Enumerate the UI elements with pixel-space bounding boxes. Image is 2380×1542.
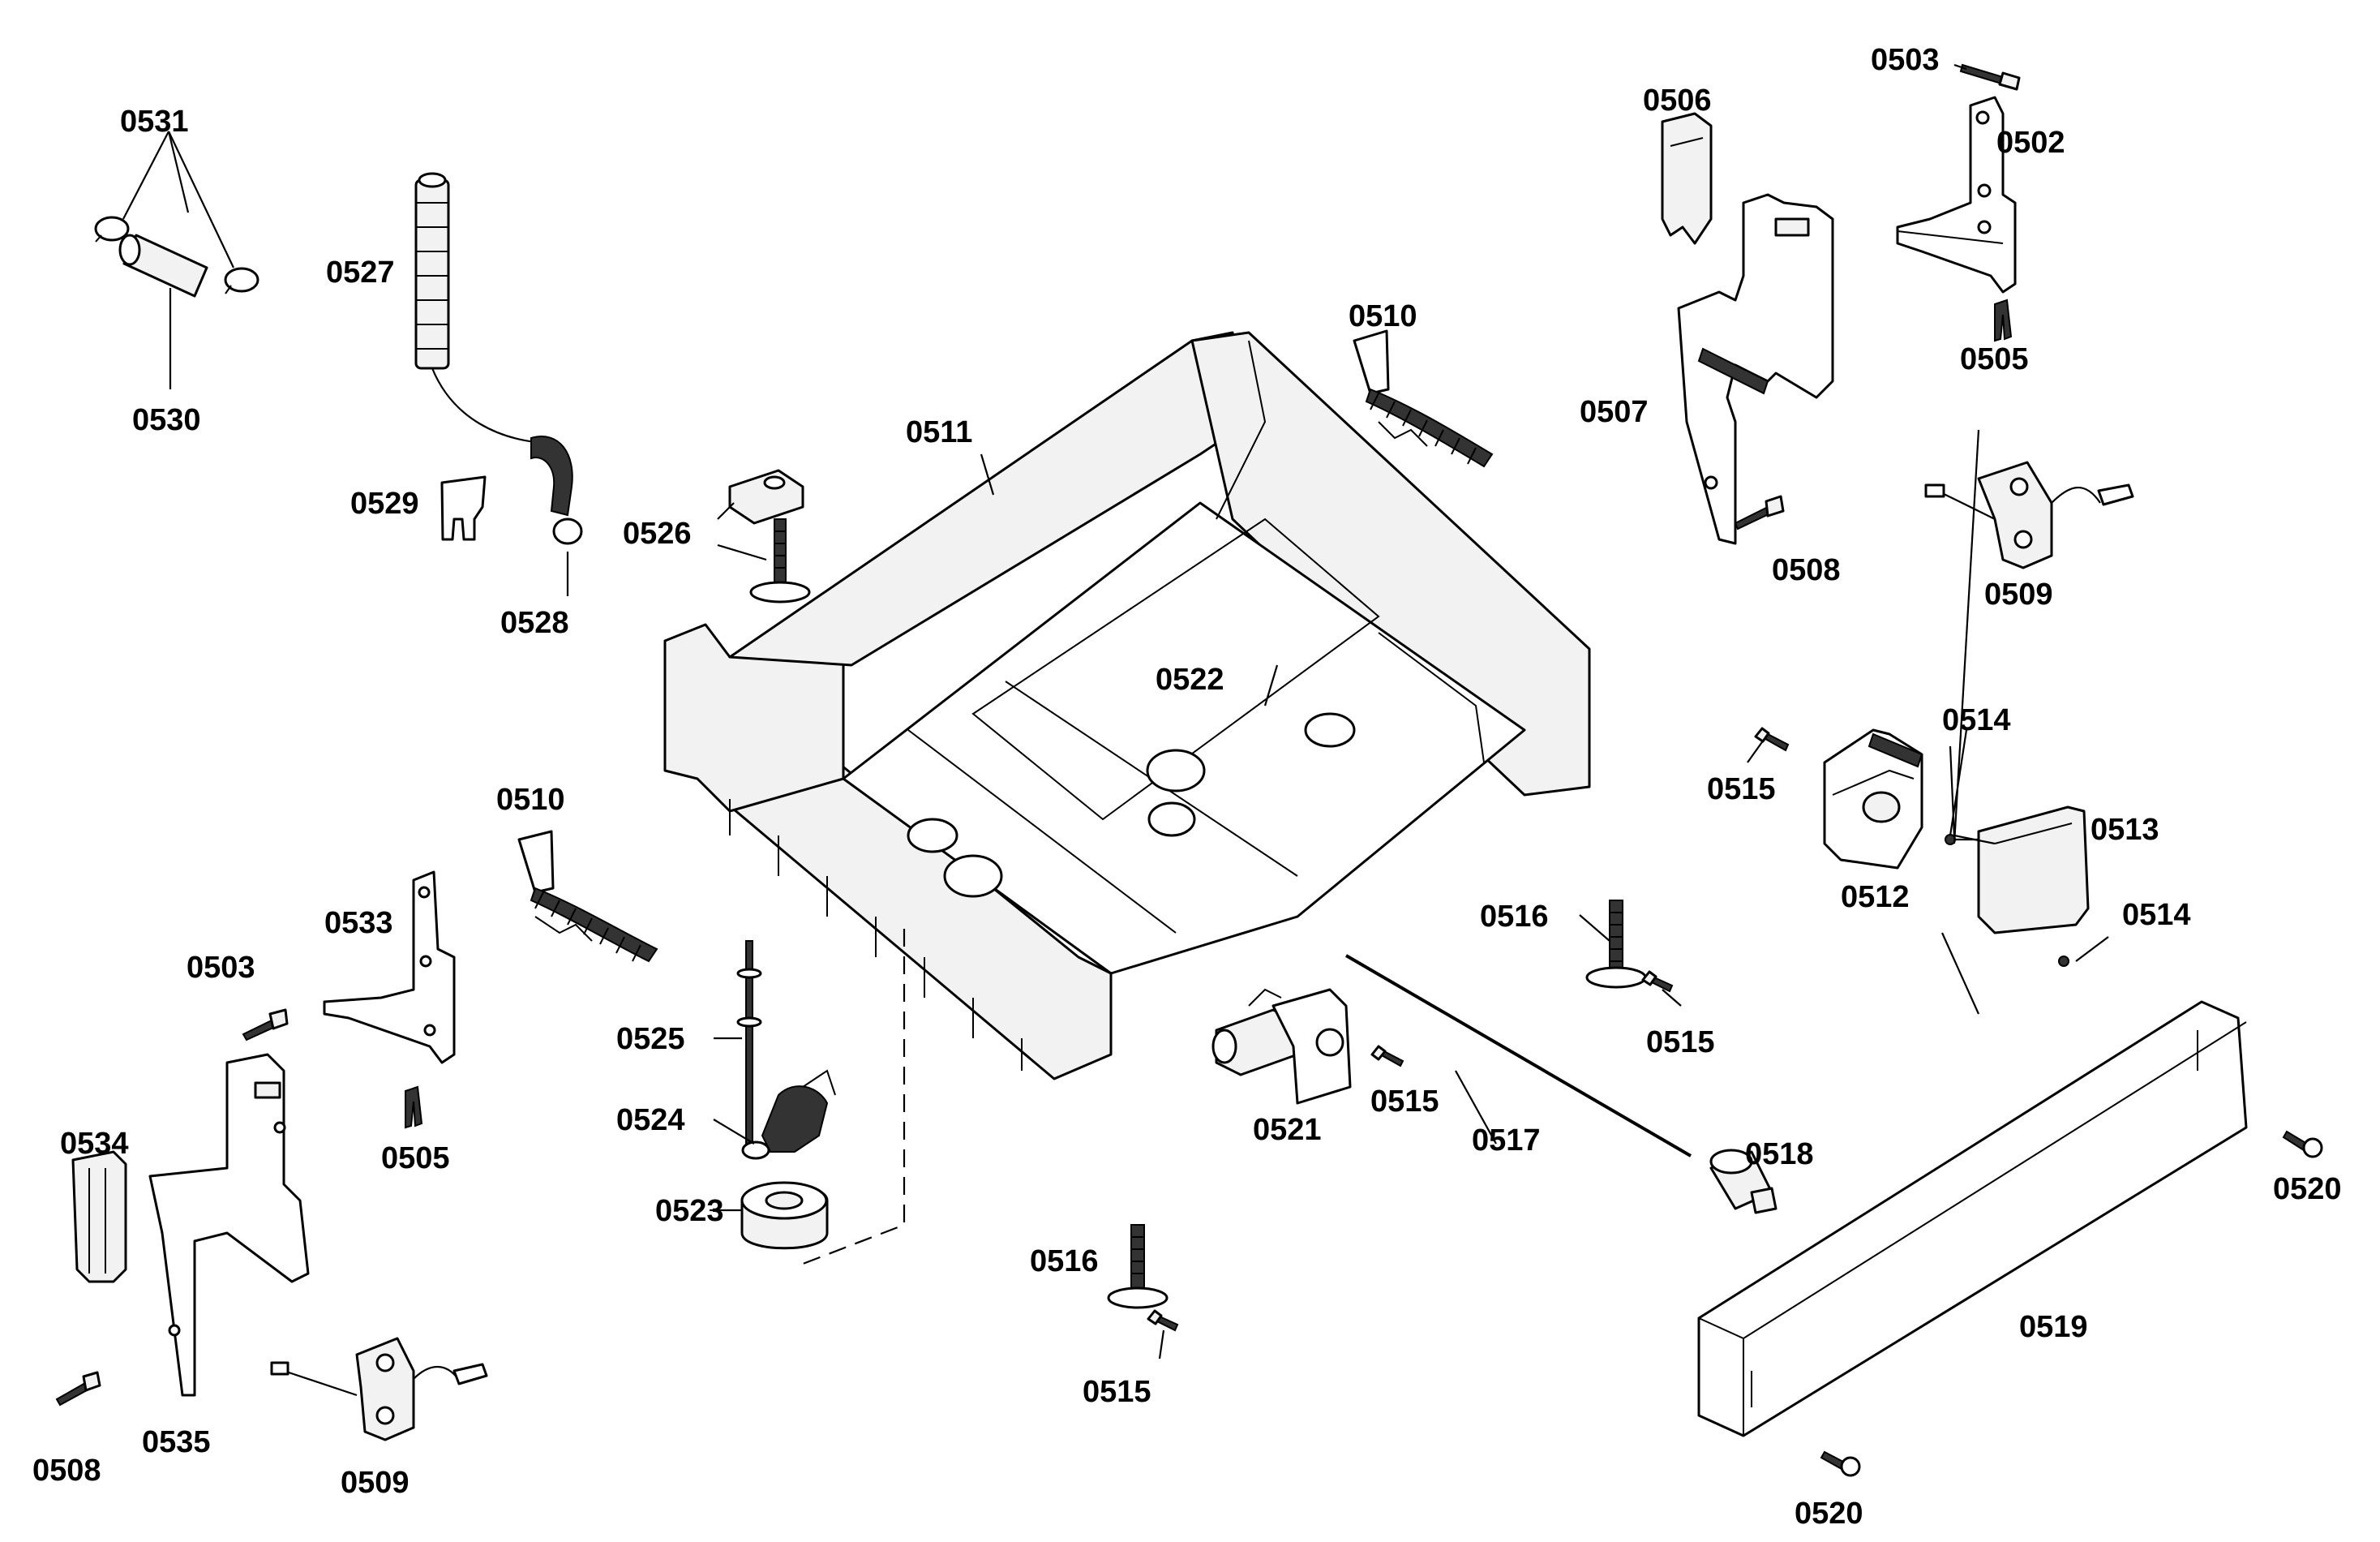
screw-0515-right-top bbox=[1754, 727, 1790, 752]
label-0527: 0527 bbox=[326, 256, 395, 290]
screw-0508-top bbox=[1734, 495, 1785, 530]
hose-clip-0529 bbox=[440, 475, 487, 541]
door-latch-switch-0509-left bbox=[270, 1337, 488, 1441]
cover-0513 bbox=[1977, 805, 2090, 934]
label-0517: 0517 bbox=[1472, 1123, 1541, 1158]
part-labels: 0531 0530 0527 0529 0528 0526 0511 0510 … bbox=[32, 43, 2342, 1531]
label-0502: 0502 bbox=[1996, 126, 2065, 160]
screw-0515-valve bbox=[1370, 1045, 1404, 1067]
base-tub-0511 bbox=[663, 331, 1591, 1080]
label-0513: 0513 bbox=[2091, 813, 2159, 847]
label-0529: 0529 bbox=[350, 487, 419, 521]
bracket-0507 bbox=[1677, 193, 1834, 545]
label-0515-right-top: 0515 bbox=[1707, 772, 1776, 806]
label-0514-right: 0514 bbox=[2122, 898, 2191, 932]
spring-bracket-0510-left bbox=[517, 830, 658, 963]
label-0505-left: 0505 bbox=[381, 1141, 450, 1175]
label-0506: 0506 bbox=[1643, 84, 1712, 118]
label-0510-left: 0510 bbox=[496, 783, 565, 817]
rod-0517 bbox=[1344, 954, 1692, 1158]
housing-0512 bbox=[1823, 728, 1923, 870]
label-0515-right-lower: 0515 bbox=[1646, 1025, 1715, 1059]
toe-kick-panel-0519 bbox=[1697, 1000, 2248, 1437]
label-0509-left: 0509 bbox=[341, 1466, 410, 1500]
label-0516-right: 0516 bbox=[1480, 900, 1549, 934]
label-0521: 0521 bbox=[1253, 1113, 1322, 1147]
label-0520-right: 0520 bbox=[2273, 1172, 2342, 1206]
leveling-foot-0526 bbox=[728, 469, 811, 603]
label-0511: 0511 bbox=[906, 415, 972, 449]
label-0525: 0525 bbox=[616, 1022, 685, 1056]
screw-0503-top bbox=[1959, 63, 2021, 91]
screw-0515-right-lower bbox=[1641, 970, 1674, 993]
screw-0514-right bbox=[2058, 956, 2069, 967]
clip-0505-left bbox=[405, 1085, 423, 1129]
label-0522: 0522 bbox=[1156, 663, 1224, 697]
screw-0515-bottom bbox=[1147, 1309, 1179, 1332]
bracket-0535 bbox=[148, 1053, 310, 1397]
label-0528: 0528 bbox=[500, 606, 569, 640]
inlet-valve-0521 bbox=[1211, 988, 1352, 1105]
float-0523 bbox=[740, 1181, 829, 1250]
screw-0508-left bbox=[55, 1371, 101, 1407]
label-0505-top: 0505 bbox=[1960, 342, 2029, 376]
label-0523: 0523 bbox=[655, 1194, 724, 1228]
label-0508-top: 0508 bbox=[1772, 553, 1841, 587]
label-0535: 0535 bbox=[142, 1425, 211, 1459]
label-0503-left: 0503 bbox=[187, 951, 255, 985]
bracket-0506 bbox=[1661, 112, 1713, 245]
label-0524: 0524 bbox=[616, 1103, 685, 1137]
label-0512: 0512 bbox=[1841, 880, 1910, 914]
clip-0505-top bbox=[1994, 299, 2013, 342]
label-0515-valve: 0515 bbox=[1370, 1085, 1439, 1119]
label-0515-bottom: 0515 bbox=[1083, 1375, 1151, 1409]
knob-0518 bbox=[1709, 1149, 1777, 1214]
door-latch-switch-0509-top bbox=[1924, 461, 2134, 569]
spring-bracket-0510-top bbox=[1353, 329, 1494, 468]
bracket-0502 bbox=[1896, 96, 2017, 294]
label-0531: 0531 bbox=[120, 105, 189, 139]
label-0509-top: 0509 bbox=[1984, 578, 2053, 612]
hose-sleeve-0530 bbox=[118, 234, 208, 298]
leveling-foot-0516-right bbox=[1585, 900, 1647, 989]
label-0534: 0534 bbox=[60, 1127, 129, 1161]
cover-0534 bbox=[71, 1150, 127, 1283]
label-0533: 0533 bbox=[324, 906, 393, 940]
leveling-foot-0516-bottom bbox=[1107, 1224, 1169, 1309]
label-0516-bottom: 0516 bbox=[1030, 1244, 1099, 1278]
float-switch-0524 bbox=[741, 1069, 836, 1160]
label-0519: 0519 bbox=[2019, 1310, 2088, 1344]
hose-clamp-set-0531 bbox=[94, 216, 259, 294]
bracket-0533 bbox=[323, 870, 456, 1064]
label-0526: 0526 bbox=[623, 517, 692, 551]
label-0508-left: 0508 bbox=[32, 1454, 101, 1488]
label-0503-top: 0503 bbox=[1871, 43, 1940, 77]
screw-0503-left bbox=[242, 1008, 289, 1042]
label-0507: 0507 bbox=[1580, 395, 1649, 429]
float-rod-0525 bbox=[736, 940, 762, 1153]
hose-elbow-0528 bbox=[530, 436, 583, 545]
leader-lines bbox=[122, 63, 2109, 1359]
label-0510-top: 0510 bbox=[1349, 299, 1417, 333]
screw-0520-right bbox=[2282, 1130, 2323, 1158]
label-0530: 0530 bbox=[132, 403, 201, 437]
screw-0520-bottom bbox=[1820, 1450, 1861, 1477]
label-0518: 0518 bbox=[1745, 1137, 1814, 1171]
label-0514-top: 0514 bbox=[1942, 703, 2011, 737]
assembly-dashed-line bbox=[798, 929, 906, 1267]
drain-hose-0527 bbox=[414, 172, 536, 444]
label-0520-bottom: 0520 bbox=[1795, 1497, 1863, 1531]
